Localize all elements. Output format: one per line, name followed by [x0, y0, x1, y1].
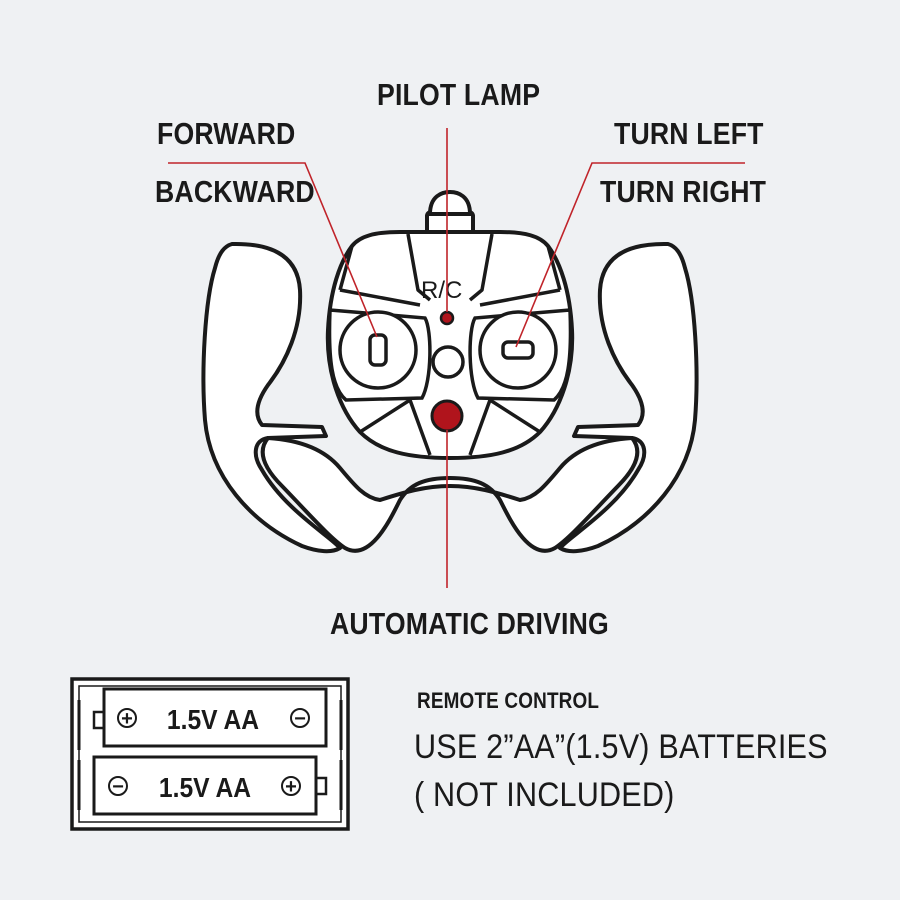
forward-label: FORWARD: [157, 116, 296, 151]
turn-right-label: TURN RIGHT: [600, 174, 767, 209]
battery-instruction-line-1: USE 2”AA”(1.5V) BATTERIES: [414, 728, 828, 766]
forward-backward-leader: [168, 162, 378, 338]
turn-leader: [515, 162, 745, 348]
cell-1-left-symbol: +: [121, 708, 133, 730]
left-grip: [201, 241, 342, 554]
leader-lines: [168, 128, 745, 588]
right-joystick-stick: [501, 340, 535, 360]
left-joystick-stick: [368, 333, 388, 367]
cell-2-right-symbol: +: [285, 776, 297, 798]
rc-text: R/C: [421, 277, 462, 304]
battery-cell-1: [92, 687, 328, 748]
right-grip: [558, 241, 699, 554]
automatic-driving-button: [430, 399, 464, 433]
battery-instruction-line-2: ( NOT INCLUDED): [414, 776, 675, 814]
cell-2-left-symbol: −: [112, 776, 124, 798]
cell-2-label: 1.5V AA: [159, 772, 251, 804]
center-button: [431, 345, 465, 379]
antenna-knob: [427, 189, 473, 216]
turn-left-label: TURN LEFT: [614, 116, 764, 151]
lower-crossbar: [260, 436, 640, 553]
battery-compartment: [70, 677, 350, 831]
pilot-lamp-label: PILOT LAMP: [377, 77, 541, 112]
backward-label: BACKWARD: [155, 174, 315, 209]
cell-1-right-symbol: −: [294, 708, 306, 730]
remote-control-heading: REMOTE CONTROL: [417, 688, 600, 713]
battery-cell-2: [92, 755, 328, 816]
automatic-driving-label: AUTOMATIC DRIVING: [330, 606, 609, 641]
pilot-lamp-light: [439, 310, 455, 326]
cell-1-label: 1.5V AA: [167, 704, 259, 736]
